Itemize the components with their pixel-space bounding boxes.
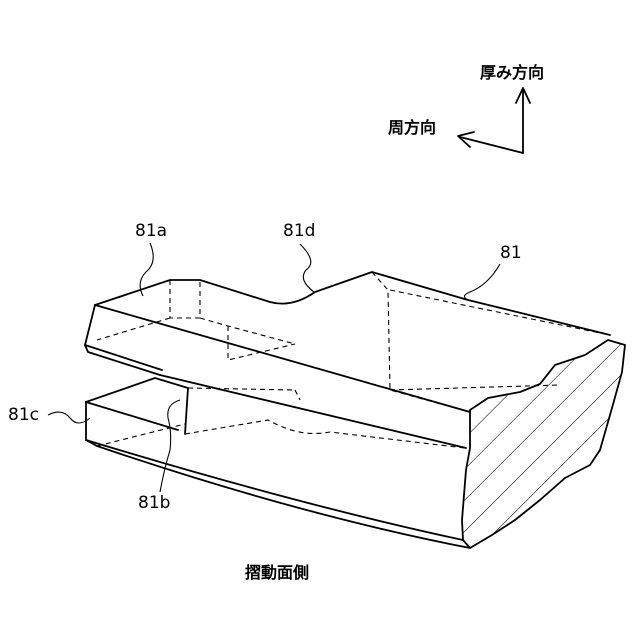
leader-81c xyxy=(48,412,90,423)
top-front-edge xyxy=(95,305,470,412)
top-back-edge xyxy=(95,272,610,335)
label-81d: 81d xyxy=(283,221,315,241)
leader-81d xyxy=(300,244,314,292)
leader-81 xyxy=(464,264,500,300)
leader-81b xyxy=(160,400,180,492)
label-81a: 81a xyxy=(135,221,167,241)
label-81b: 81b xyxy=(138,493,170,513)
label-81c: 81c xyxy=(8,405,39,425)
circumferential-direction-arrow xyxy=(460,137,523,153)
bottom-edge xyxy=(86,440,463,540)
cut-section xyxy=(450,330,640,560)
circumferential-direction-label: 周方向 xyxy=(388,118,436,137)
figure-caption: 摺動面側 xyxy=(245,563,309,582)
direction-indicator: 厚み方向 周方向 xyxy=(388,63,544,153)
label-81: 81 xyxy=(500,243,522,263)
reference-labels: 81a 81d 81 81c 81b xyxy=(8,221,522,513)
thickness-direction-label: 厚み方向 xyxy=(480,63,544,82)
upper-arm-face xyxy=(85,305,162,370)
lower-arm-face xyxy=(86,402,97,446)
